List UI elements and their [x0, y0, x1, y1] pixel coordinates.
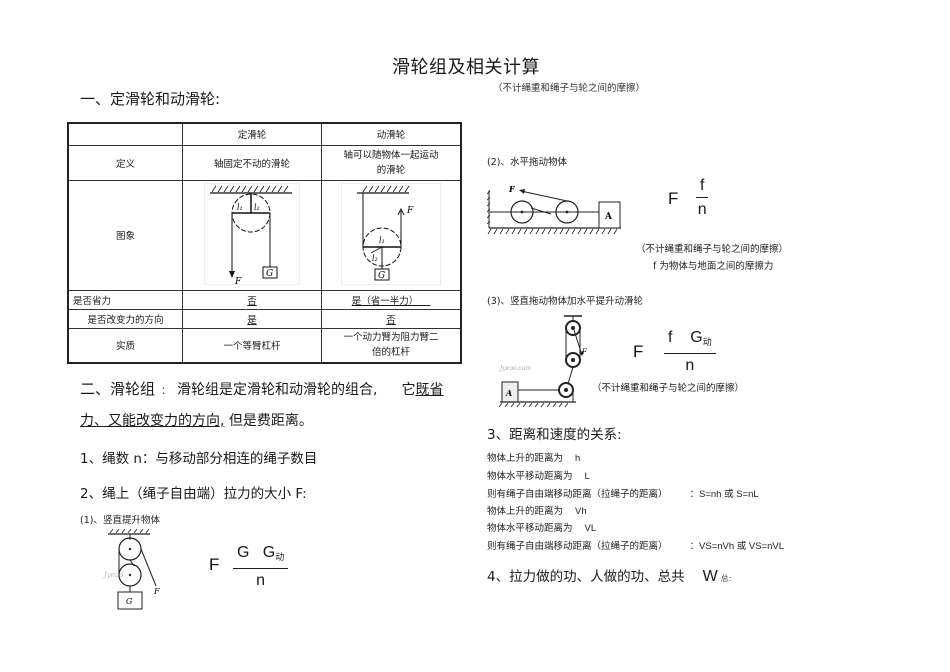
title-note: （不计绳重和绳子与轮之间的摩擦）	[493, 83, 646, 94]
cell-movable-figure: F G l₁ l₂	[321, 179, 462, 291]
section2-text: 但是费距离。	[228, 413, 313, 429]
rope-force-heading: 2、绳上（绳子自由端）拉力的大小 F:	[80, 486, 307, 502]
denominator: n	[256, 572, 266, 589]
section2-text-tail: 它	[401, 382, 416, 398]
case1-fraction: G G动 n	[233, 542, 289, 593]
svg-text:G: G	[378, 271, 385, 281]
svg-text:F: F	[234, 277, 242, 285]
case2-formula-lhs: F	[668, 189, 679, 208]
cell-text-line: 一个动力臂为阻力臂二	[343, 332, 439, 344]
section1-heading: 一、定滑轮和动滑轮:	[80, 90, 221, 108]
horizontal-drag-pulley-diagram: F A	[487, 184, 621, 235]
cell-fixed: 否	[182, 289, 322, 310]
cell-value: 是	[247, 314, 257, 326]
distance-line: 则有绳子自由端移动距离（拉绳子的距离）：S=nh 或 S=nL	[487, 489, 759, 500]
cell-fixed: 一个等臂杠杆	[182, 327, 322, 364]
table-row: 定义 轴固定不动的滑轮 轴可以随物体一起运动 的滑轮	[67, 144, 462, 181]
table-header-empty	[67, 122, 183, 146]
case3-fraction: f G动 n	[664, 327, 716, 378]
row-label: 实质	[67, 327, 183, 364]
rope-count-definition: 1、绳数 n：与移动部分相连的绳子数目	[80, 451, 318, 467]
cell-fixed-figure: G F l₁ l₂	[182, 179, 322, 291]
svg-text:F: F	[153, 587, 160, 596]
numerator: f G动	[664, 327, 716, 354]
case3-formula-lhs: F	[633, 342, 644, 361]
velocity-line: 则有绳子自由端移动距离（拉绳子的距离）：VS=nVh 或 VS=nVL	[487, 541, 785, 552]
cell-movable: 一个动力臂为阻力臂二 倍的杠杆	[321, 327, 462, 364]
row-label: 是否改变力的方向	[67, 308, 183, 329]
section2-text-underlined: 力、又能改变力的方向,	[80, 413, 225, 429]
pulley-comparison-table: 定滑轮 动滑轮 定义 轴固定不动的滑轮 轴可以随物体一起运动 的滑轮 图象	[67, 122, 462, 364]
cell-movable: 否	[321, 308, 462, 329]
svg-text:F: F	[508, 184, 516, 194]
cell-fixed: 轴固定不动的滑轮	[182, 144, 322, 181]
colon: ：	[161, 386, 172, 397]
row-label: 图象	[67, 179, 183, 291]
case2-fraction: f n	[696, 175, 709, 222]
table-row: 是否省力 否 是（省一半力）	[67, 289, 462, 310]
svg-text:G: G	[266, 269, 273, 279]
svg-text:F: F	[406, 206, 414, 216]
cell-text-line: 倍的杠杆	[371, 347, 410, 359]
case2-note2: f 为物体与地面之间的摩擦力	[653, 261, 774, 272]
table-header-movable: 动滑轮	[321, 122, 462, 146]
section2-heading: 二、滑轮组	[80, 380, 156, 398]
cell-movable: 是（省一半力）	[321, 289, 462, 310]
case1-formula-lhs: F	[209, 555, 220, 574]
svg-text:l₁: l₁	[379, 236, 385, 245]
svg-text:l₂: l₂	[254, 203, 260, 212]
vertical-horizontal-pulley-diagram: F A Jyeoo.com	[498, 315, 588, 408]
case2-label: (2)、水平拖动物体	[487, 157, 567, 168]
row-label: 定义	[67, 144, 183, 181]
fixed-pulley-diagram: G F l₁ l₂	[203, 182, 301, 287]
vertical-lift-pulley-diagram: G F Jyeoo	[102, 528, 160, 610]
svg-text:Jyeoo.com: Jyeoo.com	[498, 365, 531, 372]
case2-note1: （不计绳重和绳子与轮之间的摩擦）	[636, 244, 789, 255]
svg-text:A: A	[505, 388, 512, 398]
page-title: 滑轮组及相关计算	[392, 57, 540, 78]
table-header-fixed: 定滑轮	[182, 122, 322, 146]
cell-value: 是（省一半力）	[351, 295, 419, 307]
svg-text:F: F	[581, 348, 588, 356]
cell-text-line: 轴可以随物体一起运动	[343, 149, 439, 161]
numerator: G G动	[233, 542, 289, 569]
svg-text:l₁: l₁	[237, 203, 243, 212]
cell-text-line: 的滑轮	[376, 164, 406, 176]
section2-line1: 二、滑轮组 ： 滑轮组是定滑轮和动滑轮的组合, 它既省	[80, 378, 443, 399]
section3-heading: 3、距离和速度的关系:	[487, 427, 622, 443]
section2-line2: 力、又能改变力的方向, 但是费距离。	[80, 410, 313, 430]
cell-value: 否	[247, 295, 257, 307]
svg-text:G: G	[126, 597, 133, 606]
svg-text:Jyeoo: Jyeoo	[102, 571, 123, 579]
cell-fixed: 是	[182, 308, 322, 329]
cell-movable: 轴可以随物体一起运动 的滑轮	[321, 144, 462, 181]
row-label: 是否省力	[67, 289, 183, 310]
denominator: n	[697, 201, 707, 218]
denominator: n	[685, 357, 695, 374]
movable-pulley-diagram: F G l₁ l₂	[340, 182, 442, 285]
svg-text:l₂: l₂	[372, 254, 378, 263]
case3-label: (3)、竖直拖动物体加水平提升动滑轮	[487, 296, 643, 307]
numerator: f	[696, 175, 709, 198]
case1-label: (1)、竖直提升物体	[80, 515, 160, 526]
cell-value: 否	[386, 314, 396, 326]
case3-note: （不计绳重和绳子与轮之间的摩擦）	[592, 383, 745, 394]
table-row: 是否改变力的方向 是 否	[67, 308, 462, 329]
table-row: 图象 G F l₁	[67, 179, 462, 291]
svg-text:A: A	[604, 212, 613, 222]
section2-text: 滑轮组是定滑轮和动滑轮的组合,	[177, 382, 378, 398]
table-row: 实质 一个等臂杠杆 一个动力臂为阻力臂二 倍的杠杆	[67, 327, 462, 364]
section2-text-underlined: 既省	[415, 382, 444, 398]
